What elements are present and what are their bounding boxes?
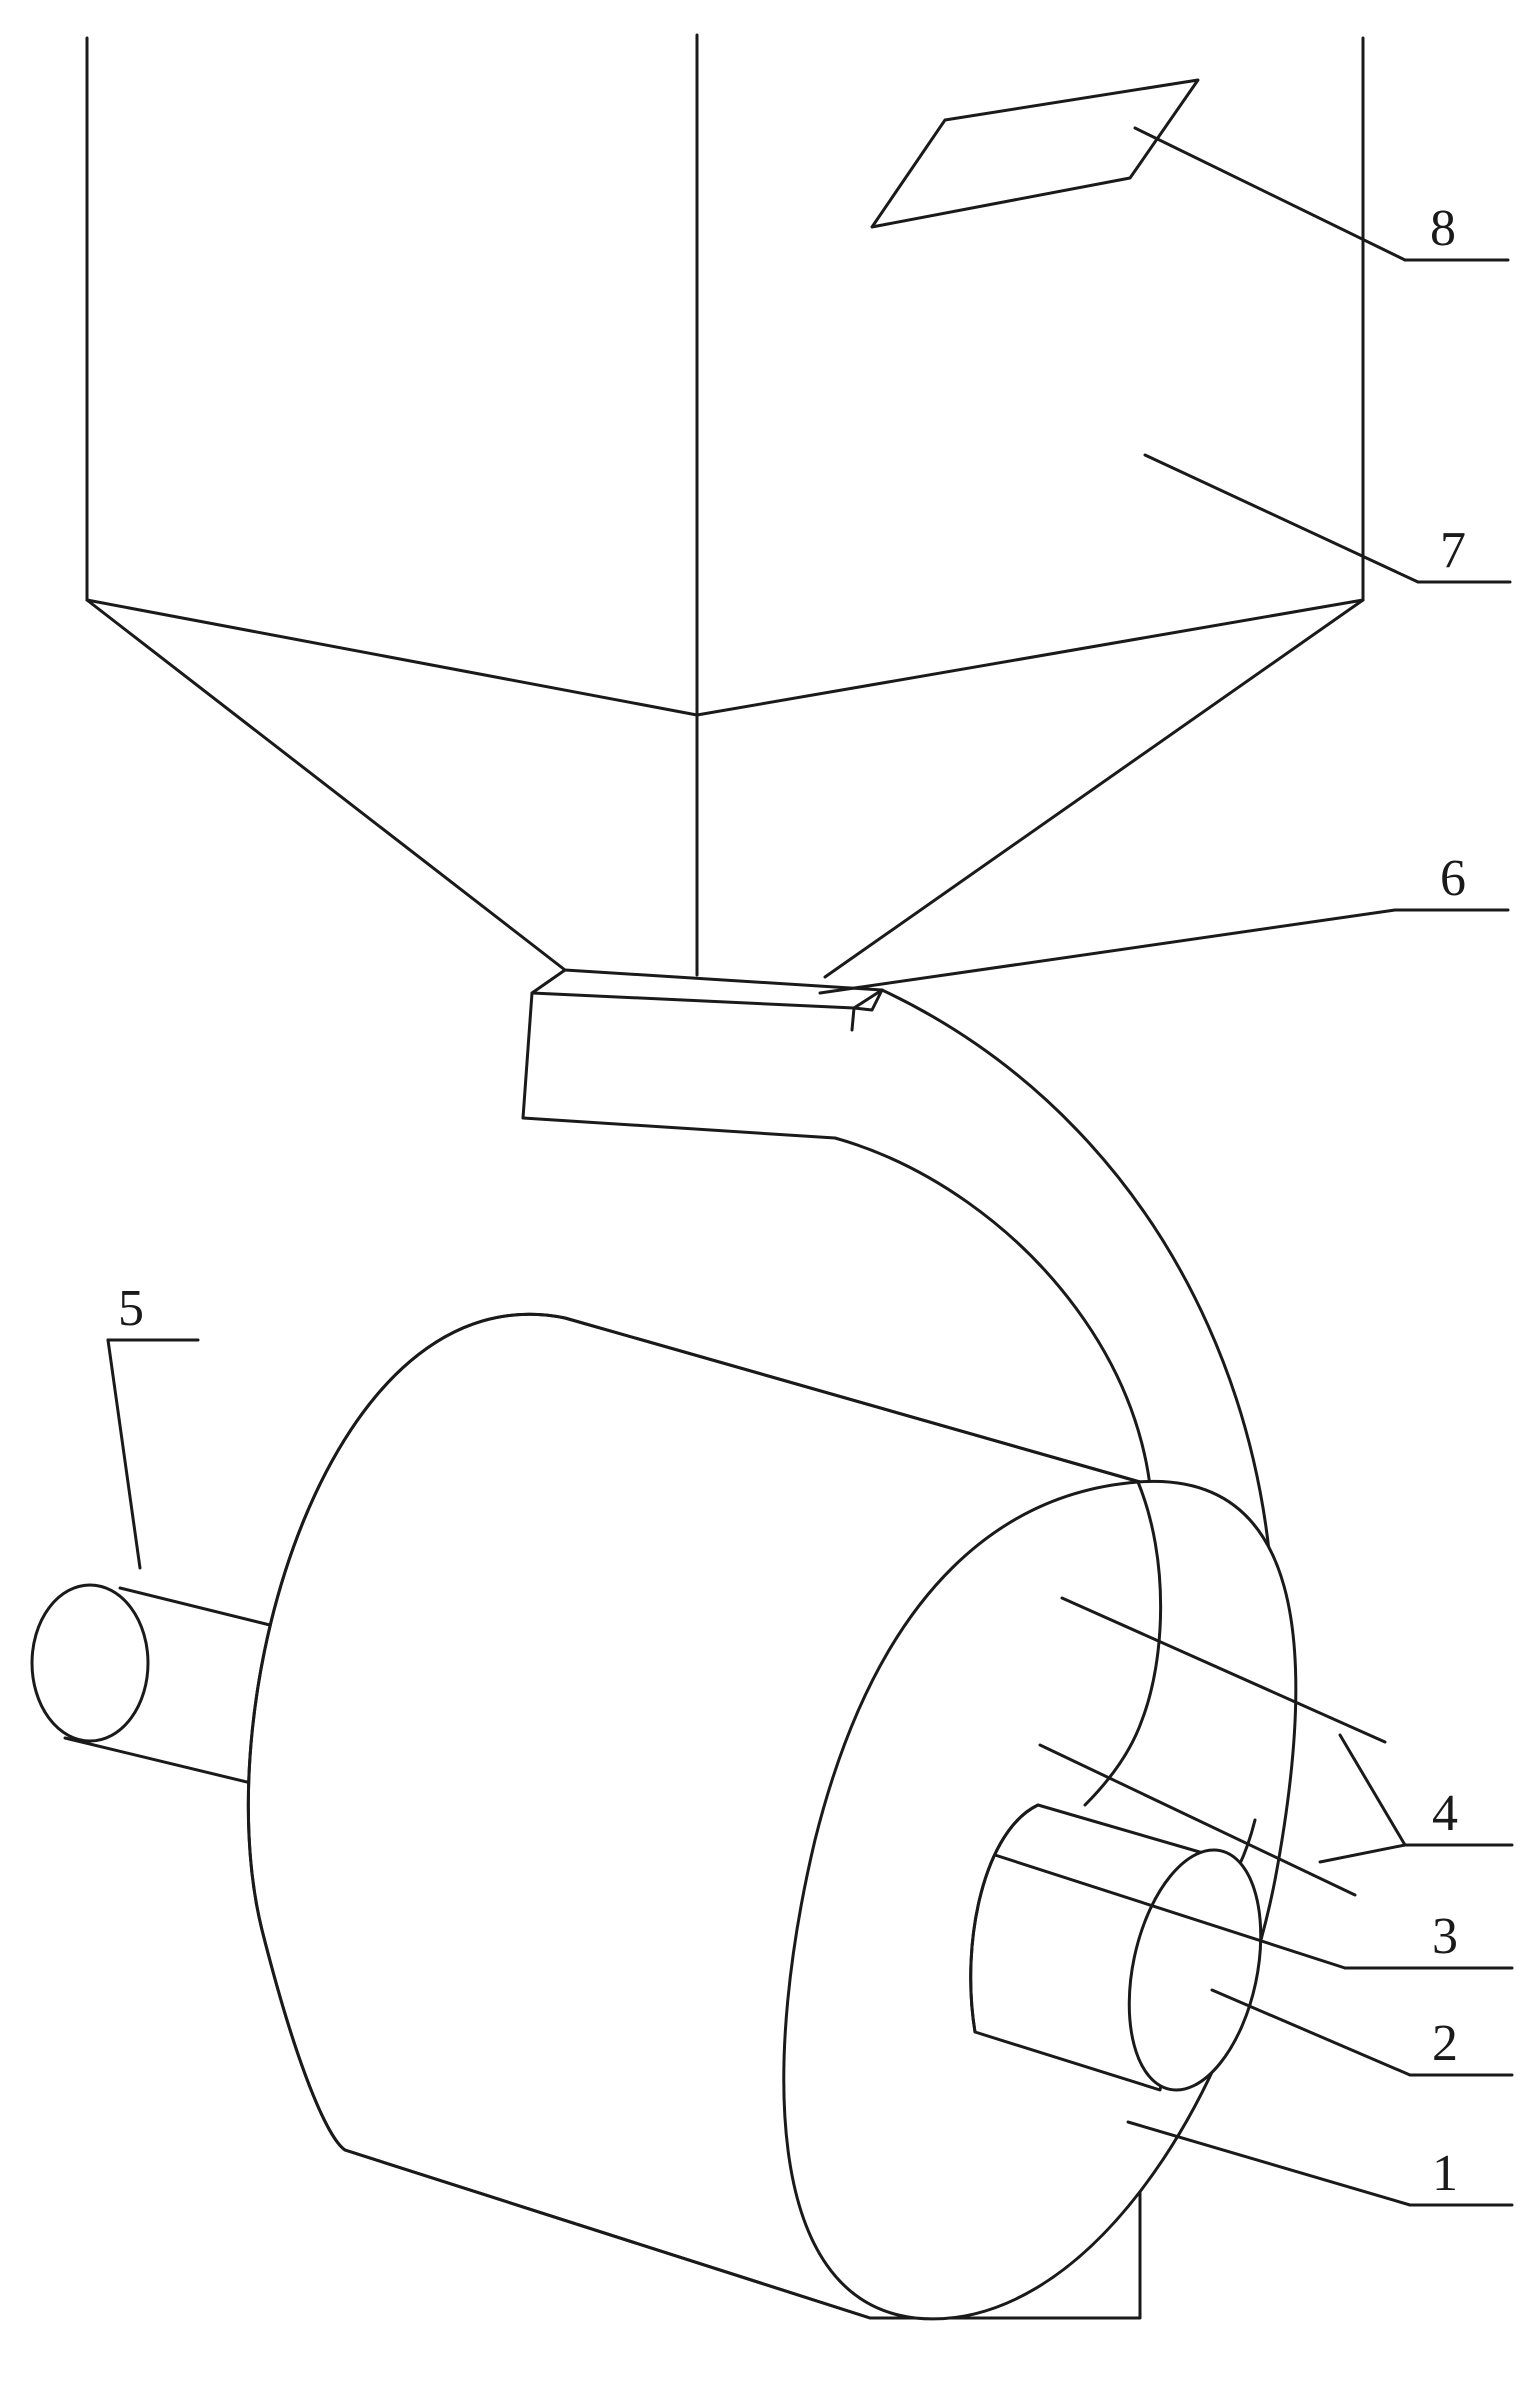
label-1: 1 (1432, 2145, 1458, 2202)
label-3: 3 (1432, 1908, 1458, 1965)
chute-lower-segment (1083, 1480, 1163, 1807)
label-8: 8 (1430, 200, 1456, 257)
label-4: 4 (1432, 1785, 1458, 1842)
hopper (85, 33, 1365, 979)
label-6: 6 (1440, 850, 1466, 907)
sight-window (870, 78, 1200, 229)
drum (30, 1312, 1298, 2321)
leader-lines (106, 126, 1514, 2207)
label-2: 2 (1432, 2015, 1458, 2072)
label-5: 5 (118, 1280, 144, 1337)
label-7: 7 (1440, 522, 1466, 579)
discharge-pipe (969, 1803, 1263, 2092)
